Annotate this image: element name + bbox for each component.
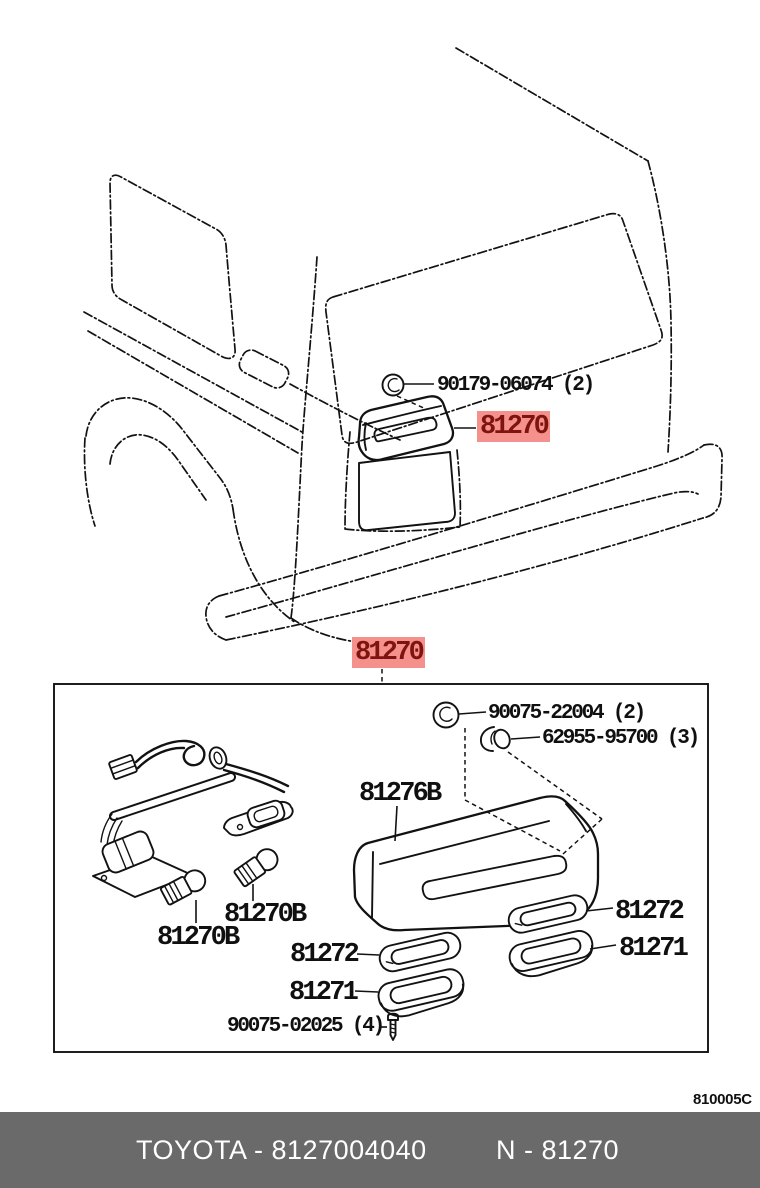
parts-box-frame xyxy=(53,683,709,1053)
doc-code: 810005C xyxy=(693,1091,752,1108)
leader-lamp-body xyxy=(394,805,398,842)
leader-clip xyxy=(510,736,541,740)
footer-catalog-label: TOYOTA - 8127004040 xyxy=(136,1135,427,1165)
callout-lamp-body[interactable]: 81276B xyxy=(359,779,442,809)
gasket-right-art xyxy=(507,894,589,934)
leader-gasket-center xyxy=(356,953,380,956)
nut-icon xyxy=(381,373,405,397)
footer-part-ref-label: N - 81270 xyxy=(496,1135,620,1165)
gasket-center-art xyxy=(378,931,462,973)
callout-lens-right[interactable]: 81271 xyxy=(619,934,689,964)
bulb-right-art xyxy=(233,848,279,888)
vehicle-rear-line-art xyxy=(83,47,723,646)
callout-bulb-right[interactable]: 81270B xyxy=(224,900,307,930)
callout-clip[interactable]: 62955-95700 (3) xyxy=(542,727,700,750)
callout-lamp-assembly-highlight[interactable]: 81270 xyxy=(477,411,550,442)
callout-tapping-screw[interactable]: 90179-06074 (2) xyxy=(437,374,595,397)
lens-center-art xyxy=(377,968,465,1018)
callout-screw[interactable]: 90075-02025 (4) xyxy=(227,1015,385,1038)
lens-right-art xyxy=(508,930,594,978)
dashed-clip-1 xyxy=(507,751,603,820)
diagram-line-art xyxy=(53,47,723,1053)
callout-assembly-code-highlight[interactable]: 81270 xyxy=(352,637,425,668)
bulb-left-art xyxy=(159,869,207,906)
grommet-icon xyxy=(432,701,460,729)
license-lamp-on-vehicle xyxy=(357,395,456,532)
callout-gasket-center[interactable]: 81272 xyxy=(290,940,360,970)
callout-lens-center[interactable]: 81271 xyxy=(289,978,359,1008)
dashed-nut-to-lamp xyxy=(396,395,427,410)
clip-icon xyxy=(479,726,511,752)
callout-gasket-right[interactable]: 81272 xyxy=(615,897,685,927)
leader-gasket-right xyxy=(585,907,614,912)
callout-grommet[interactable]: 90075-22004 (2) xyxy=(488,702,646,725)
parts-box-art xyxy=(53,683,709,1053)
harness-art xyxy=(92,739,294,898)
leader-grommet xyxy=(458,711,487,715)
callout-bulb-left[interactable]: 81270B xyxy=(157,923,240,953)
leader-lens-center xyxy=(354,990,379,993)
dashed-grommet-2 xyxy=(464,799,561,852)
dashed-clip-2 xyxy=(562,818,603,855)
footer-bar: TOYOTA - 8127004040 N - 81270 xyxy=(0,1112,760,1188)
leader-lens-right xyxy=(589,944,617,950)
screw-icon xyxy=(387,1012,399,1041)
